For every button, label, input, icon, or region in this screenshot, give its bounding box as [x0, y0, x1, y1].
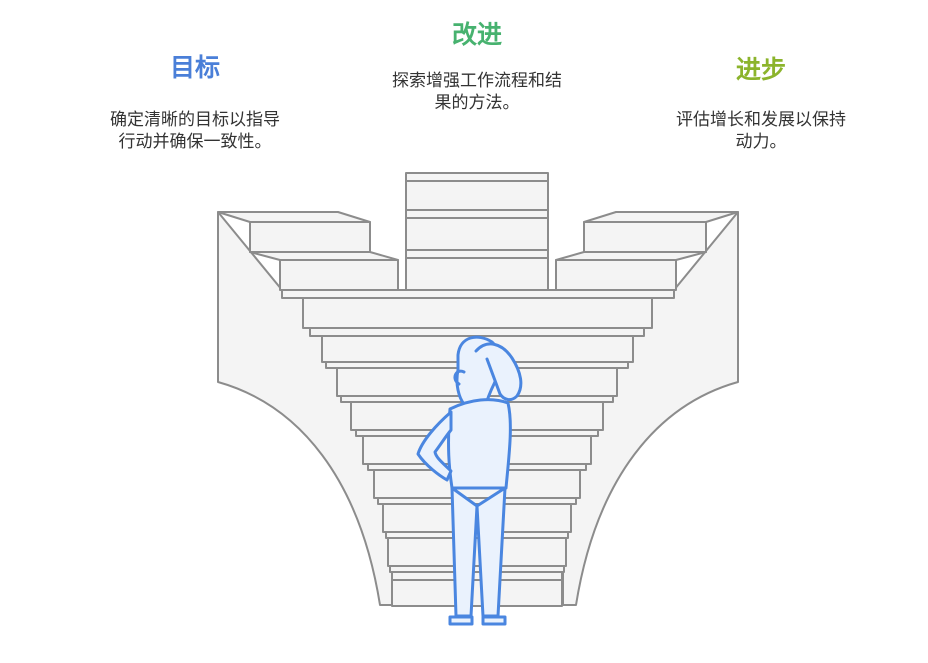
center-title: 改进 — [451, 20, 502, 49]
right-upper-step-1 — [583, 221, 707, 253]
person-raised-arm — [474, 342, 523, 402]
left-upper-step-2 — [279, 259, 399, 291]
right-description-line-2: 动力。 — [735, 132, 787, 152]
main-step-2 — [302, 297, 653, 329]
thinking-person-icon — [416, 335, 523, 626]
main-step-16 — [387, 537, 567, 567]
center-tower-block-2 — [405, 180, 549, 211]
left-description-line-2: 行动并确保一致性。 — [118, 132, 272, 152]
main-step-15 — [385, 531, 569, 539]
main-step-17 — [389, 565, 565, 573]
right-description: 评估增长和发展以保持 动力。 — [606, 109, 916, 153]
center-label: 改进 探索增强工作流程和结 果的方法。 — [322, 20, 632, 114]
person-ear — [453, 369, 466, 386]
right-label: 进步 评估增长和发展以保持 动力。 — [606, 55, 916, 153]
main-step-13 — [377, 497, 577, 505]
left-upper-ledge-1 — [217, 211, 371, 223]
right-upper-ledge-2 — [555, 251, 707, 261]
left-title: 目标 — [169, 53, 220, 82]
center-description: 探索增强工作流程和结 果的方法。 — [322, 70, 632, 114]
left-upper-step-1 — [249, 221, 371, 253]
right-upper-step-2 — [555, 259, 677, 291]
center-tower-block-1 — [405, 172, 549, 182]
person-left-foot — [448, 615, 474, 626]
right-description-line-1: 评估增长和发展以保持 — [676, 110, 846, 130]
person-right-foot — [481, 615, 507, 626]
left-label: 目标 确定清晰的目标以指导 行动并确保一致性。 — [40, 53, 350, 153]
center-tower-block-5 — [405, 249, 549, 259]
left-upper-ledge-2 — [249, 251, 399, 261]
center-description-line-2: 果的方法。 — [434, 93, 520, 113]
left-description-line-1: 确定清晰的目标以指导 — [110, 110, 280, 130]
main-step-1 — [281, 289, 675, 299]
main-step-18 — [391, 571, 563, 581]
main-step-19 — [391, 579, 563, 607]
center-tower-block-6 — [405, 257, 549, 291]
right-upper-ledge-1 — [583, 211, 739, 223]
center-tower-block-3 — [405, 209, 549, 219]
left-description: 确定清晰的目标以指导 行动并确保一致性。 — [40, 109, 350, 153]
center-description-line-1: 探索增强工作流程和结 — [392, 71, 562, 91]
main-step-3 — [309, 327, 645, 337]
person-left-arm — [416, 410, 453, 482]
right-title: 进步 — [735, 55, 786, 84]
center-tower-block-4 — [405, 217, 549, 251]
person-left-leg — [450, 486, 479, 618]
person-torso — [447, 398, 512, 490]
